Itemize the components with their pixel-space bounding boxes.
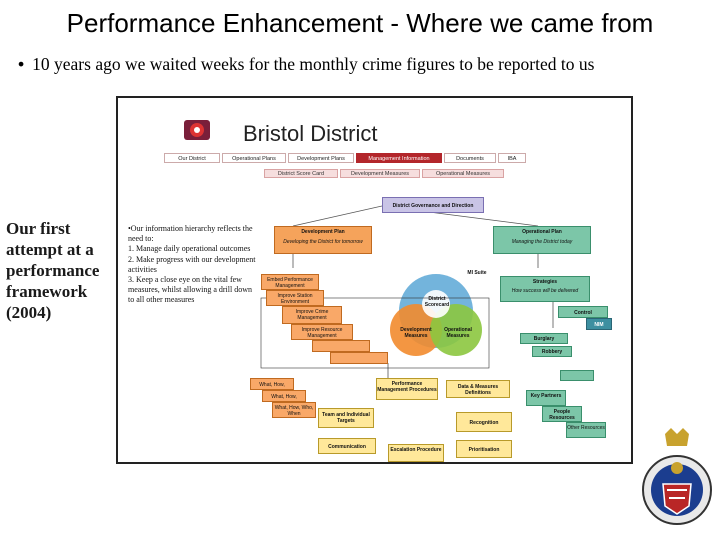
development-plan-subtitle: Developing the District for tomorrow: [275, 239, 371, 245]
data-definitions-box: Data & Measures Definitions: [446, 380, 510, 398]
robbery-box: Robbery: [532, 346, 572, 357]
slide-title: Performance Enhancement - Where we came …: [0, 8, 720, 39]
operational-plan-title: Operational Plan: [494, 229, 590, 235]
dev-step-4: Improve Resource Management: [291, 324, 353, 340]
dev-step-1: Embed Performance Management: [261, 274, 319, 290]
operational-measures-label: Operational Measures: [438, 327, 478, 341]
bullet-point: • 10 years ago we waited weeks for the mo…: [18, 54, 594, 75]
operational-plan-box: Operational Plan Managing the District t…: [493, 226, 591, 254]
ops-step-box: [560, 370, 594, 381]
bullet-dot-icon: •: [18, 54, 24, 75]
constabulary-crest-icon: [637, 428, 717, 536]
governance-box: District Governance and Direction: [382, 197, 484, 213]
key-partners-box: Key Partners: [526, 390, 566, 406]
what-how-3: What, How, Who, When: [272, 402, 316, 418]
performance-procedures-box: Performance Management Procedures: [376, 378, 438, 400]
notes-block: •Our information hierarchy reflects the …: [128, 224, 256, 306]
note-line: 1. Manage daily operational outcomes: [128, 244, 256, 254]
note-line: 2. Make progress with our development ac…: [128, 255, 256, 275]
development-measures-label: Development Measures: [396, 327, 436, 341]
note-line: 3. Keep a close eye on the vital few mea…: [128, 275, 256, 306]
what-how-1: What, How,: [250, 378, 294, 390]
escalation-box: Escalation Procedure: [388, 444, 444, 462]
dev-step-5: [312, 340, 370, 352]
team-targets-box: Team and Individual Targets: [318, 408, 374, 428]
people-resources-box: People Resources: [542, 406, 582, 422]
operational-plan-subtitle: Managing the District today: [494, 239, 590, 245]
nim-box: NIM: [586, 318, 612, 330]
dev-step-6: [330, 352, 388, 364]
dev-step-2: Improve Station Environment: [266, 290, 324, 306]
strategies-box: Strategies How success will be delivered: [500, 276, 590, 302]
prioritisation-box: Prioritisation: [456, 440, 512, 458]
strategies-title: Strategies: [501, 279, 589, 285]
development-plan-box: Development Plan Developing the District…: [274, 226, 372, 254]
communication-box: Communication: [318, 438, 376, 454]
scorecard-label: District Scorecard: [418, 296, 456, 310]
what-how-2: What, How,: [262, 390, 306, 402]
note-line: •Our information hierarchy reflects the …: [128, 224, 256, 244]
bullet-text: 10 years ago we waited weeks for the mon…: [32, 54, 594, 74]
control-box: Control: [558, 306, 608, 318]
development-plan-title: Development Plan: [275, 229, 371, 235]
burglary-box: Burglary: [520, 333, 568, 344]
recognition-box: Recognition: [456, 412, 512, 432]
side-label: Our first attempt at a performance frame…: [6, 218, 110, 323]
dev-step-3: Improve Crime Management: [282, 306, 342, 324]
other-resources-box: Other Resources: [566, 422, 606, 438]
strategies-subtitle: How success will be delivered: [501, 288, 589, 294]
mi-suite-label: MI Suite: [462, 270, 492, 278]
